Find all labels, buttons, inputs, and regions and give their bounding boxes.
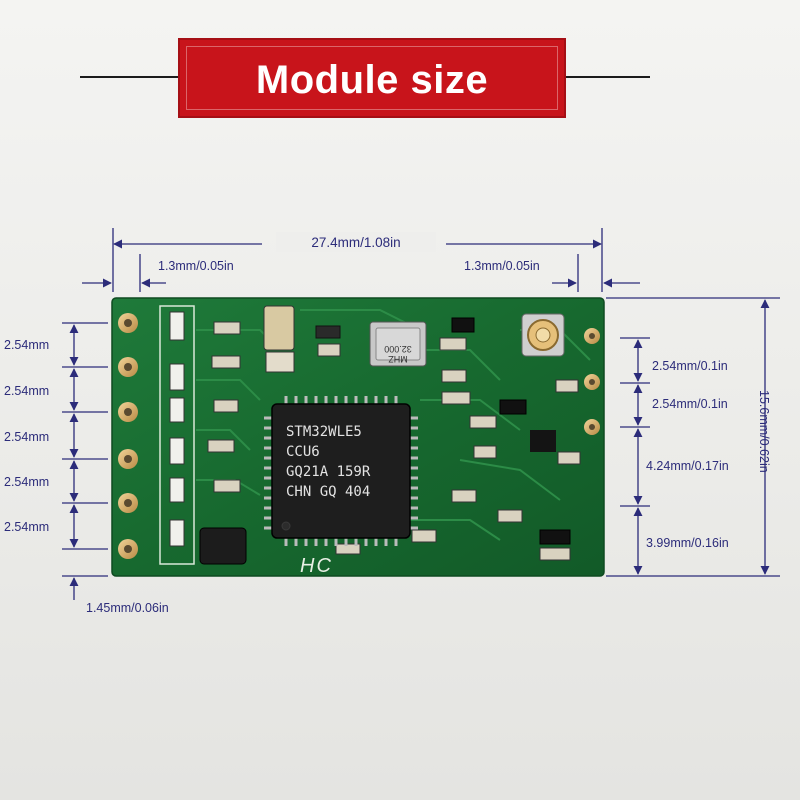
dim-right-pitch-2: 2.54mm/0.1in [652,397,728,411]
right-pads [584,328,600,435]
dim-left-pitch-2: 2.54mm [4,384,49,398]
transistor [530,430,556,452]
dim-right-gap-3: 4.24mm/0.17in [646,459,729,473]
dim-edge-right: 1.3mm/0.05in [464,259,540,273]
ic-body [271,403,411,539]
left-components [169,311,185,547]
dimension-labels: 27.4mm/1.08in 1.3mm/0.05in 1.3mm/0.05in … [4,232,771,615]
smd-components [207,305,581,561]
crystal-oscillator: 32.000 MHZ [369,321,427,367]
ic-pins [264,396,418,546]
dim-left-pitch-1: 2.54mm [4,338,49,352]
dim-height-total: 15.6mm/0.62in [757,390,771,473]
left-pads [118,313,138,559]
dim-left-pitch-3: 2.54mm [4,430,49,444]
chip-line-2: CCU6 [286,444,320,460]
dim-bottom-offset: 1.45mm/0.06in [86,601,169,615]
pcb-module: 32.000 MHZ STM32WLE5 CCU6 [111,297,605,577]
dim-right-gap-4: 3.99mm/0.16in [646,536,729,550]
antenna-connector [521,313,565,357]
silkscreen-outline [159,305,195,565]
dimension-lines [62,228,780,600]
chip-line-4: CHN GQ 404 [286,484,370,500]
title-banner: Module size [178,38,566,118]
title-rule-right [565,76,650,78]
dim-left-pitch-5: 2.54mm [4,520,49,534]
inductor [199,527,247,565]
dim-left-pitch-4: 2.54mm [4,475,49,489]
dim-edge-left: 1.3mm/0.05in [158,259,234,273]
ic-pin1-dot [281,521,291,531]
chip-line-3: GQ21A 159R [286,464,371,480]
chip-line-1: STM32WLE5 [286,424,362,440]
page-title: Module size [255,58,489,102]
dim-right-pitch-1: 2.54mm/0.1in [652,359,728,373]
main-ic-chip: STM32WLE5 CCU6 GQ21A 159R CHN GQ 404 [264,396,418,546]
dim-width-total: 27.4mm/1.08in [311,235,400,250]
crystal-freq: 32.000 [384,344,412,354]
silkscreen-logo: HC [300,555,333,577]
crystal-unit: MHZ [388,354,408,364]
title-rule-left [80,76,180,78]
